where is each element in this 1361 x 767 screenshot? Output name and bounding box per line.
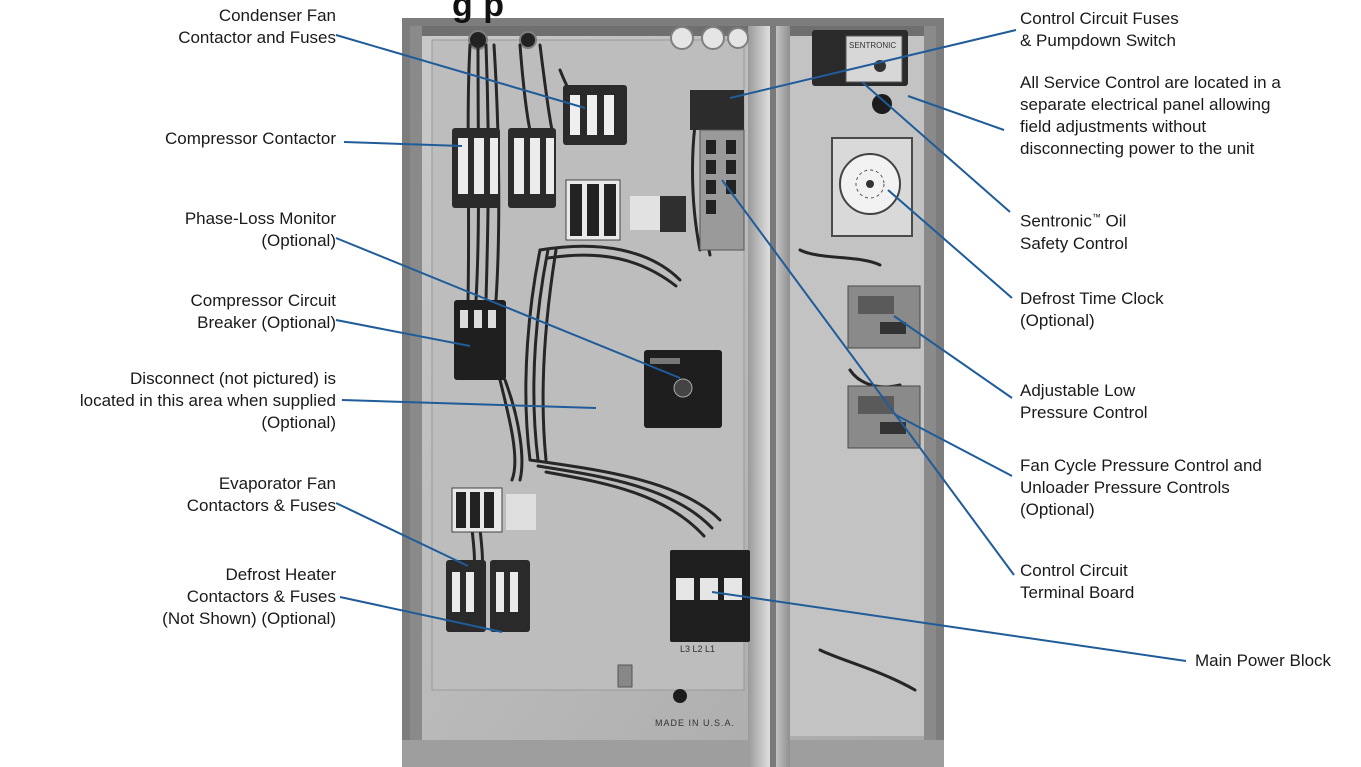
made-in-text: MADE IN U.S.A. [655, 718, 735, 728]
label-line: (Not Shown) (Optional) [162, 609, 336, 628]
label-line: & Pumpdown Switch [1020, 31, 1176, 50]
low-pressure-control [847, 285, 921, 349]
leader-compressor-breaker [335, 319, 471, 347]
label-line: Compressor Contactor [164, 129, 336, 148]
label-line: Adjustable Low [1020, 381, 1136, 400]
label-terminal-board: Control Circuit Terminal Board [1020, 560, 1134, 604]
label-line: All Service Control are located in a [1020, 73, 1281, 92]
main-power-block [670, 550, 750, 642]
label-line: Contactors & Fuses [186, 587, 336, 606]
relay [660, 196, 686, 232]
label-line: located in this area when supplied [79, 391, 336, 410]
sentronic-plate-text: SENTRONIC [849, 41, 896, 50]
label-line: Disconnect (not pictured) is [130, 369, 336, 388]
label-line: (Optional) [261, 231, 336, 250]
label-defrost-heater: Defrost Heater Contactors & Fuses (Not S… [162, 564, 336, 630]
leader-fan-cycle [893, 413, 1013, 477]
leader-sentronic-oil [861, 81, 1011, 213]
knockouts [468, 26, 749, 50]
leader-service-controls [907, 95, 1005, 131]
label-line: Contactors & Fuses [186, 496, 336, 515]
label-low-pressure: Adjustable Low Pressure Control [1020, 380, 1148, 424]
label-line: Safety Control [1020, 233, 1128, 253]
page-title: g p [452, 0, 505, 24]
label-line: field adjustments without [1020, 117, 1207, 136]
components [446, 85, 750, 703]
defrost-heater-contactors [446, 560, 530, 632]
trademark-mark: ™ [1091, 212, 1101, 222]
label-line: Defrost Time Clock [1020, 289, 1164, 308]
leader-lines [335, 29, 1187, 662]
label-line: (Optional) [1020, 311, 1095, 330]
label-line: Main Power Block [1195, 651, 1332, 670]
leader-main-power [711, 591, 1187, 662]
label-line: Fan Cycle Pressure Control and [1020, 456, 1262, 475]
label-phase-loss-monitor: Phase-Loss Monitor (Optional) [185, 208, 336, 252]
label-compressor-breaker: Compressor Circuit Breaker (Optional) [191, 290, 336, 334]
label-line: Defrost Heater [225, 565, 336, 584]
warning-label [630, 196, 660, 230]
label-fan-cycle: Fan Cycle Pressure Control and Unloader … [1020, 455, 1262, 521]
leader-terminal-board [721, 179, 1015, 576]
label-compressor-contactor: Compressor Contactor [165, 128, 336, 150]
leader-compressor-contactor [343, 141, 463, 147]
label-sentronic-oil: Sentronic™ Oil Safety Control [1020, 206, 1128, 255]
compressor-contactor-1 [452, 128, 500, 208]
phase-loss-monitor [644, 350, 722, 428]
label-line: Unloader Pressure Controls [1020, 478, 1230, 497]
fan-cycle-control [847, 385, 921, 449]
leader-control-fuses [729, 29, 1017, 99]
label-line: disconnecting power to the unit [1020, 139, 1255, 158]
leader-low-pressure [893, 315, 1013, 399]
latch [617, 664, 633, 688]
leader-evap-fan [335, 502, 469, 567]
compressor-breaker [454, 300, 506, 380]
label-line: Breaker (Optional) [197, 313, 336, 332]
leader-defrost-heater [339, 596, 503, 633]
label-main-power: Main Power Block [1195, 650, 1331, 672]
leader-disconnect [341, 399, 597, 409]
terminal-board [699, 129, 745, 251]
label-part: Sentronic [1020, 211, 1092, 231]
label-line: Control Circuit [1020, 561, 1128, 580]
label-line: Control Circuit Fuses [1020, 9, 1179, 28]
label-evaporator-fan: Evaporator Fan Contactors & Fuses [187, 473, 336, 517]
evaporator-fan-fuses [451, 487, 536, 533]
leader-defrost-clock [887, 189, 1013, 299]
label-line: Condenser Fan [218, 6, 336, 25]
label-condenser-fan: Condenser Fan Contactor and Fuses [178, 5, 336, 49]
photo-lettering: SENTRONIC L3 L2 L1 MADE IN U.S.A. [655, 41, 896, 728]
label-line: Evaporator Fan [218, 474, 336, 493]
panel-hole [673, 689, 687, 703]
label-line: Compressor Circuit [190, 291, 336, 310]
label-line: (Optional) [1020, 500, 1095, 519]
leader-condenser-fan [335, 34, 586, 109]
label-disconnect: Disconnect (not pictured) is located in … [80, 368, 336, 434]
label-line: Sentronic™ Oil [1020, 206, 1128, 233]
defrost-timer [831, 137, 913, 237]
label-control-fuses: Control Circuit Fuses & Pumpdown Switch [1020, 8, 1179, 52]
label-line: Terminal Board [1020, 583, 1135, 602]
label-line: Phase-Loss Monitor [184, 209, 336, 228]
label-part: Oil [1100, 211, 1127, 231]
label-defrost-clock: Defrost Time Clock (Optional) [1020, 288, 1164, 332]
phase-marker-text: L3 L2 L1 [680, 644, 715, 654]
label-line: Pressure Control [1020, 403, 1148, 422]
condenser-fan-contactor [563, 85, 627, 145]
label-line: Contactor and Fuses [178, 28, 336, 47]
compressor-contactor-2 [508, 128, 556, 208]
label-line: (Optional) [261, 413, 336, 432]
label-service-controls: All Service Control are located in a sep… [1020, 72, 1281, 160]
leader-phase-loss [335, 237, 681, 379]
fuse-block [565, 179, 621, 241]
label-line: separate electrical panel allowing [1020, 95, 1271, 114]
